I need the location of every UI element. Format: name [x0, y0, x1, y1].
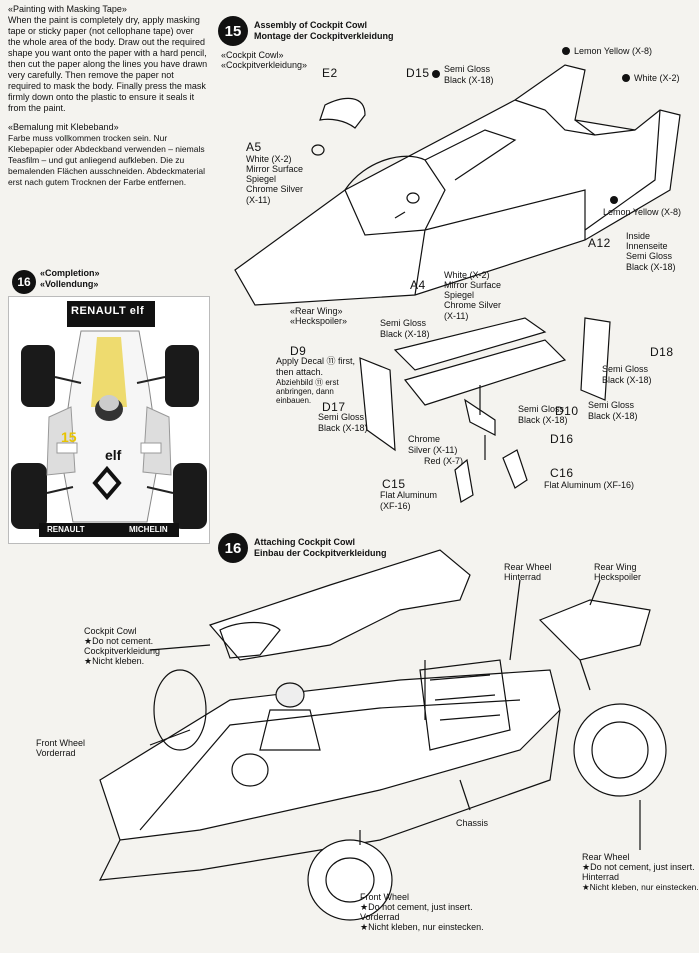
part-d17: D17 — [322, 400, 346, 414]
chassis-callout: Chassis — [456, 818, 489, 828]
a12-color-1: Inside — [626, 231, 651, 241]
cockpit-cowl-label-de: «Cockpitverkleidung» — [221, 60, 308, 70]
completion-title-de: «Vollendung» — [40, 279, 99, 289]
rear-wing-label-de: «Heckspoiler» — [290, 316, 348, 326]
step-15-number: 15 — [218, 16, 248, 46]
a4-color-4: Chrome Silver (X-11) — [444, 300, 502, 321]
rear-wheel-callout-de: Hinterrad — [504, 572, 542, 582]
cockpit-cowl-callout: Cockpit Cowl — [84, 626, 137, 636]
cockpit-cowl-note-de: ★Nicht kleben. — [84, 656, 145, 666]
part-d15: D15 — [406, 66, 430, 80]
rear-wing-callout: Rear Wing — [594, 562, 637, 572]
a5-color-3: Spiegel — [246, 174, 277, 184]
front-wing-michelin: MICHELIN — [129, 525, 168, 534]
part-d16: D16 — [550, 432, 574, 446]
masking-tape-body: When the paint is completely dry, apply … — [8, 15, 208, 113]
paint-dot-icon — [432, 70, 440, 78]
front-wheel-callout-2-de: Vorderrad — [360, 912, 400, 922]
part-d18: D18 — [650, 345, 674, 359]
rear-wing-label: «Rear Wing» — [290, 306, 343, 316]
cockpit-cowl-label: «Cockpit Cowl» — [221, 50, 284, 60]
car-number: 15 — [61, 429, 77, 445]
step-16-number: 16 — [218, 533, 248, 563]
d17-color: Semi Gloss Black (X-18) — [318, 412, 368, 433]
d9-note-de: Abziehbild ⑪ erst anbringen, dann einbau… — [276, 378, 339, 405]
part-c15: C15 — [382, 477, 406, 491]
cockpit-cowl-drawing — [234, 64, 681, 306]
masking-tape-heading: «Painting with Masking Tape» — [8, 4, 127, 14]
white-label-1: White (X-2) — [634, 73, 680, 83]
d10-color-left: Semi Gloss Black (X-18) — [518, 404, 568, 425]
chrome-silver-label: Chrome Silver (X-11) — [408, 434, 458, 455]
part-d9: D9 — [290, 344, 307, 358]
completed-model-photo: RENAULT elf 15 elf RENAULT MICHELIN — [8, 296, 210, 544]
wing-top-color: Semi Gloss Black (X-18) — [380, 318, 430, 339]
lemon-yellow-label-1: Lemon Yellow (X-8) — [574, 46, 653, 56]
front-wheel-note-de: ★Nicht kleben, nur einstecken. — [360, 922, 484, 932]
part-d10: D10 — [555, 404, 579, 418]
d15-color: Semi Gloss Black (X-18) — [444, 64, 494, 85]
a5-color-2: Mirror Surface — [246, 164, 304, 174]
completion-step-number: 16 — [12, 270, 36, 294]
cockpit-cowl-note: ★Do not cement. — [84, 636, 154, 646]
front-wing-renault: RENAULT — [47, 525, 85, 534]
a4-color-1: White (X-2) — [444, 270, 490, 280]
a12-color-3: Semi Gloss Black (X-18) — [626, 251, 676, 272]
front-wheel-note: ★Do not cement, just insert. — [360, 902, 473, 912]
d18-color: Semi Gloss Black (X-18) — [602, 364, 652, 385]
cockpit-cowl-callout-de: Cockpitverkleidung — [84, 646, 161, 656]
masking-tape-heading-de: «Bemalung mit Klebeband» — [8, 122, 119, 132]
a5-color-4: Chrome Silver (X-11) — [246, 184, 304, 205]
c16-color: Flat Aluminum (XF-16) — [544, 480, 635, 490]
paint-dot-icon — [622, 74, 630, 82]
part-e2: E2 — [322, 66, 338, 80]
rear-wheel-callout-2-de: Hinterrad — [582, 872, 620, 882]
part-a12: A12 — [588, 236, 611, 250]
part-a5: A5 — [246, 140, 262, 154]
d9-note: Apply Decal ⑪ first, then attach. — [276, 356, 356, 377]
front-wheel-callout-left: Front Wheel — [36, 738, 86, 748]
red-label: Red (X-7) — [424, 456, 464, 466]
a5-color-1: White (X-2) — [246, 154, 292, 164]
paint-dot-icon — [610, 196, 618, 204]
part-c16: C16 — [550, 466, 574, 480]
body-sponsor-logo: elf — [105, 447, 122, 463]
final-assembly-drawing — [98, 549, 667, 921]
part-a4: A4 — [410, 278, 426, 292]
paint-dot-icon — [562, 47, 570, 55]
d10-color-right: Semi Gloss Black (X-18) — [588, 400, 638, 421]
a4-color-3: Spiegel — [444, 290, 475, 300]
rear-wheel-note: ★Do not cement, just insert. — [582, 862, 695, 872]
front-wheel-callout-left-de: Vorderrad — [36, 748, 76, 758]
step-15-title-de: Montage der Cockpitverkleidung — [254, 31, 394, 41]
a12-color-2: Innenseite — [626, 241, 668, 251]
rear-wing-drawing — [359, 317, 611, 503]
rear-wheel-note-de: ★Nicht kleben, nur einstecken. — [582, 882, 699, 892]
lemon-yellow-label-2: Lemon Yellow (X-8) — [603, 207, 682, 217]
step-16-title-de: Einbau der Cockpitverkleidung — [254, 548, 387, 558]
wing-sponsor-label: RENAULT elf — [71, 305, 145, 317]
rear-wheel-callout-2: Rear Wheel — [582, 852, 630, 862]
front-wheel-callout-2: Front Wheel — [360, 892, 410, 902]
a4-color-2: Mirror Surface — [444, 280, 502, 290]
masking-tape-section: «Painting with Masking Tape» When the pa… — [8, 4, 208, 188]
completion-title: «Completion» — [40, 268, 100, 278]
rear-wheel-callout: Rear Wheel — [504, 562, 552, 572]
rear-wing-callout-de: Heckspoiler — [594, 572, 642, 582]
c15-color: Flat Aluminum (XF-16) — [380, 490, 438, 511]
step-16-title: Attaching Cockpit Cowl — [254, 537, 355, 547]
masking-tape-body-de: Farbe muss vollkommen trocken sein. Nur … — [8, 133, 206, 187]
f1-car-front-illustration — [11, 301, 207, 537]
step-15-title: Assembly of Cockpit Cowl — [254, 20, 368, 30]
